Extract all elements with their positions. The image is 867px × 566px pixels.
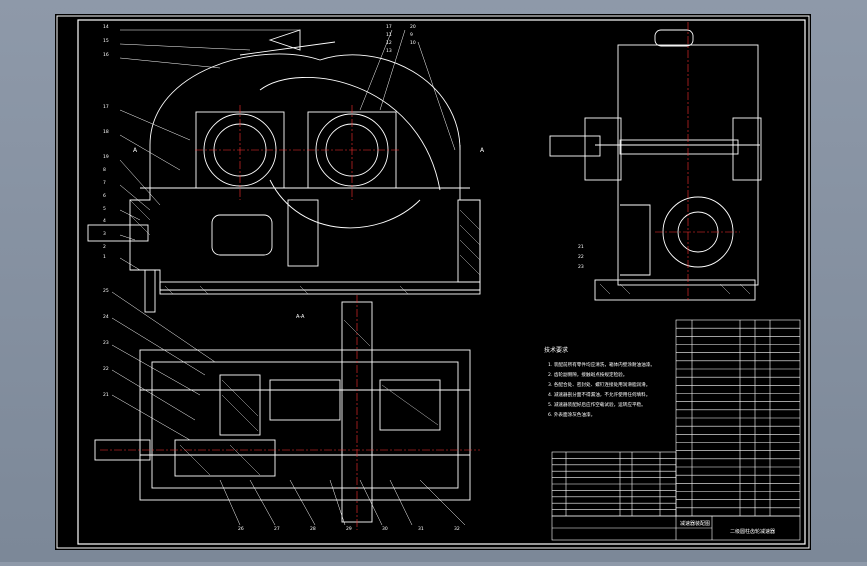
rib-right xyxy=(457,199,481,283)
part-number-label: 23 xyxy=(103,340,109,346)
part-number-label: 7 xyxy=(103,180,106,186)
part-number-label: 17 xyxy=(103,104,109,110)
bom-table-right xyxy=(675,319,801,517)
note-item: 1. 装配前所有零件均应清洗，箱体内壁涂耐油油漆。 xyxy=(548,361,655,368)
bolt-left xyxy=(144,269,156,313)
bottom-section-label: A-A xyxy=(296,314,305,320)
note-item: 6. 外表面涂灰色油漆。 xyxy=(548,411,595,418)
plan-gear-2 xyxy=(269,379,341,421)
part-number-label: 2 xyxy=(103,244,106,250)
part-number-label: 21 xyxy=(103,392,109,398)
part-number-label: 4 xyxy=(103,218,106,224)
part-number-label: 17 xyxy=(386,24,392,30)
side-view-centerlines xyxy=(655,22,740,300)
plan-gear-3 xyxy=(379,379,441,431)
base-flange xyxy=(159,281,481,295)
part-number-label: 16 xyxy=(103,52,109,58)
side-shaft-left xyxy=(549,135,601,157)
part-number-label: 21 xyxy=(578,244,584,250)
part-number-labels: 1415161718198765432117111213209102122232… xyxy=(103,24,584,532)
note-item: 2. 齿轮副侧隙，接触斑点按规定检验。 xyxy=(548,371,627,378)
dipstick xyxy=(239,41,336,56)
part-number-label: 9 xyxy=(410,32,413,38)
side-shaft xyxy=(619,139,739,155)
part-number-label: 22 xyxy=(578,254,584,260)
side-view-hatching xyxy=(599,283,751,295)
notes-title: 技术要求 xyxy=(544,346,568,354)
gear-arc-2 xyxy=(269,179,421,229)
part-number-label: 20 xyxy=(410,24,416,30)
part-number-label: 28 xyxy=(310,526,316,532)
part-number-label: 23 xyxy=(578,264,584,270)
part-number-label: 12 xyxy=(386,40,392,46)
plan-inner xyxy=(151,361,459,489)
side-base xyxy=(594,279,756,301)
title-block xyxy=(551,515,801,541)
part-number-label: 3 xyxy=(103,231,106,237)
side-cap-left xyxy=(584,117,622,181)
part-number-label: 29 xyxy=(346,526,352,532)
gear-arc-1 xyxy=(259,77,441,191)
plan-gear-4 xyxy=(174,439,276,477)
part-number-label: 19 xyxy=(103,154,109,160)
part-number-label: 26 xyxy=(238,526,244,532)
outer-border xyxy=(56,15,810,549)
part-number-label: 1 xyxy=(103,254,106,260)
note-item: 3. 各配合处、密封处、螺钉连接处用润滑脂润滑。 xyxy=(548,381,650,388)
front-view-hatching xyxy=(129,199,481,295)
part-number-label: 24 xyxy=(103,314,109,320)
technical-notes: 技术要求 1. 装配前所有零件均应清洗，箱体内壁涂耐油油漆。 2. 齿轮副侧隙，… xyxy=(544,346,655,418)
plan-view-leaders xyxy=(111,291,466,526)
housing-cover-arc xyxy=(149,53,461,151)
front-view-centerlines xyxy=(195,105,400,200)
vent-cap xyxy=(268,29,301,51)
title-block-title: 减速器装配图 xyxy=(680,520,710,527)
part-number-label: 5 xyxy=(103,206,106,212)
part-number-label: 25 xyxy=(103,288,109,294)
part-number-label: 11 xyxy=(386,32,392,38)
note-item: 5. 减速器装配好后应作空载试验，运转应平稳。 xyxy=(548,401,646,408)
part-number-label: 27 xyxy=(274,526,280,532)
section-label-left: A xyxy=(133,147,138,154)
part-number-label: 14 xyxy=(103,24,109,30)
part-number-label: 10 xyxy=(410,40,416,46)
part-number-label: 30 xyxy=(382,526,388,532)
side-vent xyxy=(654,29,694,47)
plan-view-centerlines xyxy=(100,295,480,530)
part-number-label: 8 xyxy=(103,167,106,173)
note-item: 4. 减速器剖分面不得漏油，不允许使用任何填料。 xyxy=(548,391,650,398)
coupling xyxy=(211,214,273,256)
section-label-right: A xyxy=(480,147,485,154)
bom-table-left xyxy=(551,451,677,517)
part-number-label: 13 xyxy=(386,48,392,54)
title-block-name: 二级圆柱齿轮减速器 xyxy=(730,528,775,535)
front-view-leaders xyxy=(119,29,456,271)
part-number-label: 32 xyxy=(454,526,460,532)
side-pad xyxy=(620,204,651,276)
inner-gear xyxy=(287,199,319,267)
part-number-label: 22 xyxy=(103,366,109,372)
plan-housing xyxy=(139,349,471,501)
inner-frame xyxy=(77,19,806,545)
part-number-label: 6 xyxy=(103,193,106,199)
part-number-label: 18 xyxy=(103,129,109,135)
side-cap-right xyxy=(732,117,762,181)
part-number-label: 31 xyxy=(418,526,424,532)
plan-gear-1 xyxy=(219,374,261,436)
part-number-label: 15 xyxy=(103,38,109,44)
